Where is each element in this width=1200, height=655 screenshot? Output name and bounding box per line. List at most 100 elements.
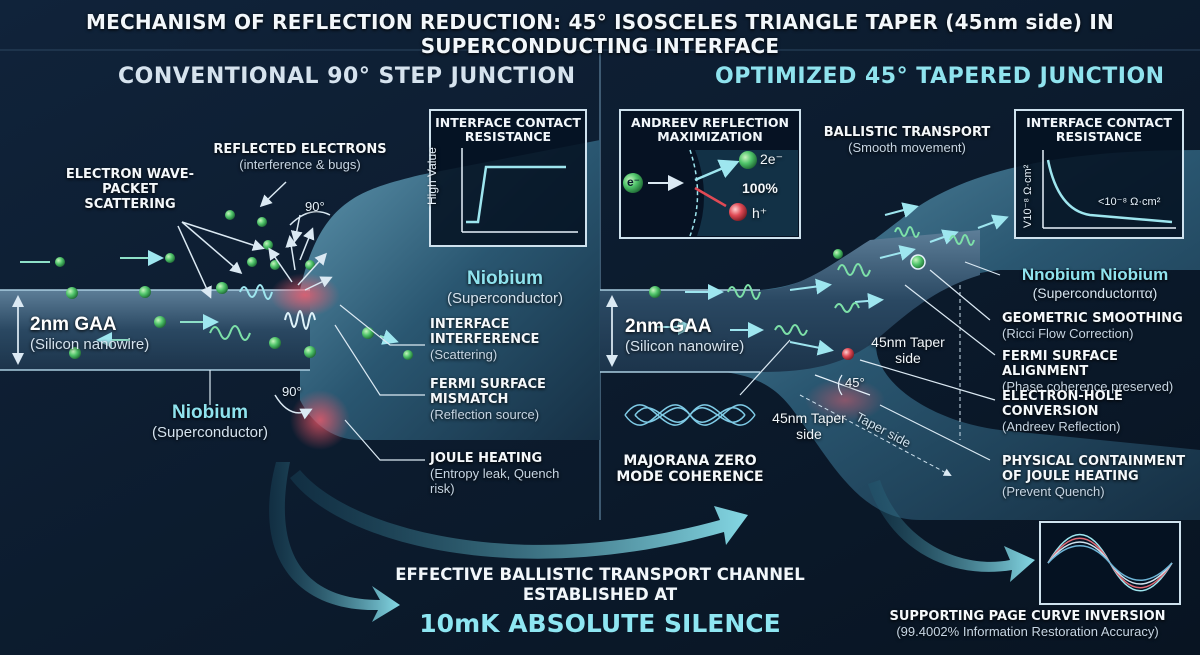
majorana-label: MAJORANA ZERO MODE COHERENCE — [615, 453, 765, 485]
page-curve-waves — [1047, 533, 1173, 592]
right-electron-hole: ELECTRON-HOLE CONVERSION (Andreev Reflec… — [1002, 389, 1152, 435]
right-geometric-smoothing: GEOMETRIC SMOOTHING (Ricci Flow Correcti… — [1002, 311, 1197, 342]
left-wavepacket-upper — [239, 284, 273, 300]
andreev-box-title: ANDREEV REFLECTION MAXIMIZATION — [631, 115, 789, 145]
right-taper-edge — [814, 374, 871, 396]
left-angle-bottom-text: 90° — [282, 384, 302, 399]
andreev-interface-line — [689, 149, 699, 237]
right-joule-containment: PHYSICAL CONTAINMENT OF JOULE HEATING (P… — [1002, 454, 1192, 500]
big-arrow-right — [868, 480, 1035, 582]
left-niobium-upper-sub: (Superconductor) — [447, 289, 563, 307]
left-wavepacket-interface — [284, 310, 316, 330]
left-leader-lines — [209, 304, 425, 461]
left-angle-top-text: 90° — [305, 199, 325, 214]
left-niobium-upper-title: Niobium — [467, 268, 543, 289]
right-taper-upper: 45nm Taper side — [871, 334, 945, 367]
left-niobium-upper: Niobium (Superconductor) — [430, 268, 580, 307]
left-angle-top: 90° — [305, 199, 325, 215]
right-niobium: Nnobium Niobium (Superconductorιτα) — [1005, 265, 1185, 301]
bottom-line-2: ESTABLISHED AT — [522, 584, 678, 604]
majorana-text: MAJORANA ZERO MODE COHERENCE — [616, 453, 764, 486]
page-curve-sub: (99.4002% Information Restoration Accura… — [896, 623, 1159, 639]
left-gaa-sub: (Silicon nanowire) — [30, 335, 150, 353]
right-gaa: 2nm GAA (Silicon nanowire) — [625, 316, 744, 355]
left-heat-spot-bottom — [290, 390, 350, 450]
left-fermi-title: FERMI SURFACE MISMATCH — [430, 377, 546, 407]
andreev-pair-label: 2e⁻ — [760, 151, 783, 167]
left-joule-heating: JOULE HEATING (Entropy leak, Quench risk… — [430, 451, 580, 497]
reflected-sub: (interference & bugs) — [239, 156, 361, 172]
andreev-hole-arrow — [694, 186, 727, 208]
left-inset-frame — [429, 109, 587, 247]
right-electron-trails — [655, 202, 1009, 356]
right-joule-title: PHYSICAL CONTAINMENT OF JOULE HEATING — [1002, 454, 1186, 484]
right-niobium-block — [600, 150, 1200, 520]
andreev-percent: 100% — [742, 180, 778, 196]
eh-sub: (Andreev Reflection) — [1002, 418, 1121, 434]
bottom-line-1: EFFECTIVE BALLISTIC TRANSPORT CHANNEL — [395, 565, 805, 584]
big-arrow-center — [290, 470, 748, 559]
andreev-pair-ball — [739, 151, 757, 169]
right-gaa-title: 2nm GAA — [625, 316, 712, 337]
reflected-title: REFLECTED ELECTRONS — [213, 142, 387, 157]
left-niobium-lower-title: Niobium — [172, 402, 248, 423]
left-angle-bottom: 90° — [282, 384, 302, 400]
left-niobium-lower: Niobium (Superconductor) — [140, 402, 280, 441]
andreev-electron-label: e⁻ — [627, 175, 641, 189]
left-panel-heading: CONVENTIONAL 90° STEP JUNCTION — [118, 64, 576, 89]
right-leader-lines — [739, 261, 1001, 461]
left-heat-spot-top — [270, 273, 340, 317]
ballistic-sub: (Smooth movement) — [848, 139, 966, 155]
left-angle-arc-top — [289, 210, 331, 226]
andreev-pair-arrow — [694, 159, 740, 182]
right-fermi-title: FERMI SURFACE ALIGNMENT — [1002, 349, 1118, 379]
page-title: MECHANISM OF REFLECTION REDUCTION: 45° I… — [86, 10, 1114, 58]
left-fermi-mismatch: FERMI SURFACE MISMATCH (Reflection sourc… — [430, 377, 580, 423]
andreev-hole-label: h⁺ — [752, 205, 768, 221]
label-reflected: REFLECTED ELECTRONS (interference & bugs… — [200, 142, 400, 173]
left-gaa-title: 2nm GAA — [30, 314, 117, 335]
left-interference-title: INTERFACE INTERFERENCE — [430, 317, 540, 347]
geo-sub: (Ricci Flow Correction) — [1002, 325, 1134, 341]
left-fermi-sub: (Reflection source) — [430, 406, 540, 422]
right-gaa-sub: (Silicon nanowire) — [625, 337, 745, 355]
right-heat-spot — [805, 378, 885, 422]
right-inset-curve — [1046, 159, 1173, 224]
right-angle-label: 45° — [845, 375, 865, 390]
left-gaa: 2nm GAA (Silicon nanowire) — [30, 314, 149, 353]
right-wavepackets — [727, 226, 975, 336]
bottom-line-3: 10mK ABSOLUTE SILENCE — [419, 608, 781, 638]
left-niobium-lower-sub: (Superconductor) — [152, 423, 268, 441]
geo-title: GEOMETRIC SMOOTHING — [1002, 311, 1183, 326]
left-nanowire — [0, 290, 310, 370]
andreev-electron-ball — [623, 173, 643, 193]
left-inset-axis-label: High Value — [425, 147, 439, 205]
label-scattering: ELECTRON WAVE-PACKET SCATTERING — [55, 167, 205, 213]
page-curve-label: SUPPORTING PAGE CURVE INVERSION (99.4002… — [860, 609, 1195, 640]
ballistic-title: BALLISTIC TRANSPORT — [823, 125, 991, 140]
right-nanowire — [600, 230, 980, 372]
left-inset-title: INTERFACE CONTACT RESISTANCE — [435, 115, 581, 145]
page-curve-title: SUPPORTING PAGE CURVE INVERSION — [889, 609, 1166, 624]
right-inset-title: INTERFACE CONTACT RESISTANCE — [1026, 115, 1172, 145]
big-arrow-left-down — [269, 462, 400, 622]
right-niobium-title: Nnobium Niobium — [1021, 265, 1169, 284]
right-panel-heading: OPTIMIZED 45° TAPERED JUNCTION — [715, 64, 1165, 89]
eh-title: ELECTRON-HOLE CONVERSION — [1002, 389, 1123, 419]
right-fermi-alignment: FERMI SURFACE ALIGNMENT (Phase coherence… — [1002, 349, 1197, 395]
right-niobium-sub: (Superconductorιτα) — [1032, 284, 1158, 301]
right-electrons — [649, 249, 926, 360]
andreev-hole-ball — [729, 203, 747, 221]
label-ballistic: BALLISTIC TRANSPORT (Smooth movement) — [812, 125, 1002, 156]
left-inset-curve — [466, 165, 566, 224]
left-electron-trails — [20, 250, 399, 348]
left-interface-interference: INTERFACE INTERFERENCE (Scattering) — [430, 317, 580, 363]
scattering-text: ELECTRON WAVE-PACKET SCATTERING — [65, 167, 195, 212]
majorana-wave — [624, 404, 756, 426]
right-angle-arc — [837, 374, 843, 396]
right-fermi-sub: (Phase coherence preserved) — [1002, 378, 1174, 394]
left-wavepacket-lower — [209, 325, 251, 341]
right-joule-sub: (Prevent Quench) — [1002, 483, 1105, 499]
